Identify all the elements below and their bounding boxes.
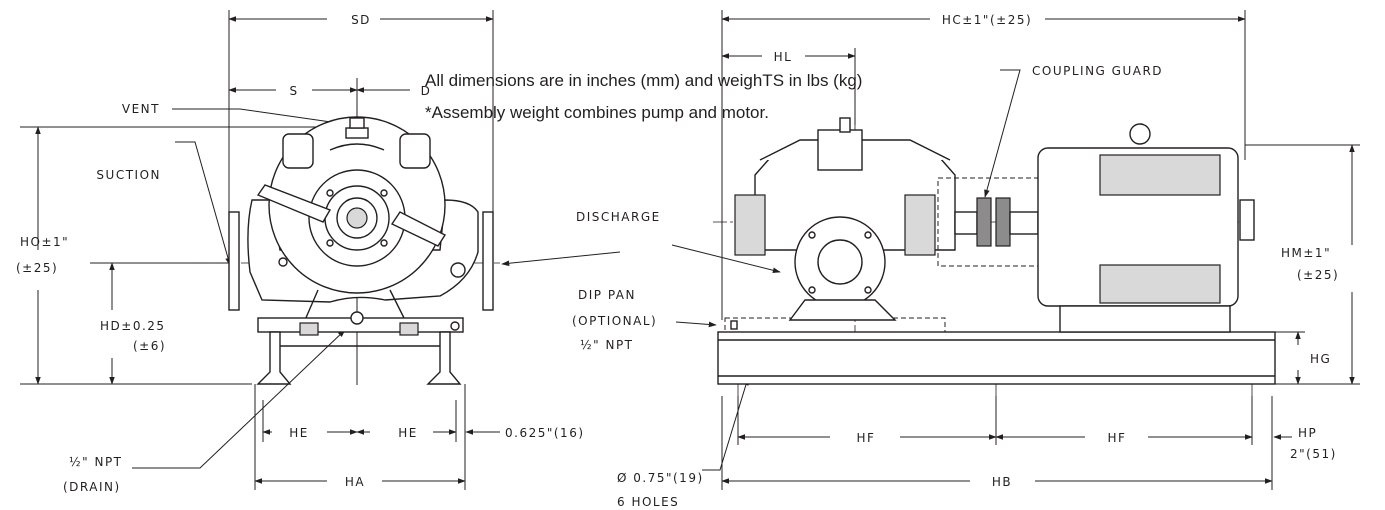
label-holes: 6 HOLES	[617, 495, 679, 509]
label-hd: HD±0.25	[100, 319, 166, 333]
label-he-left: HE	[289, 426, 309, 440]
note-line-1: All dimensions are in inches (mm) and we…	[425, 71, 862, 90]
side-view	[501, 10, 1360, 490]
label-he-right: HE	[398, 426, 418, 440]
end-view	[20, 10, 500, 490]
label-drip-npt: ½" NPT	[580, 338, 634, 352]
label-discharge: DISCHARGE	[576, 210, 661, 224]
label-hp-value: 2"(51)	[1290, 447, 1337, 461]
label-drain: (DRAIN)	[63, 480, 121, 494]
label-suction: SUCTION	[96, 168, 161, 182]
label-coupling-guard: COUPLING GUARD	[1032, 64, 1163, 78]
label-drain-npt: ½" NPT	[69, 455, 123, 469]
label-he-offset: 0.625"(16)	[505, 426, 585, 440]
label-hf-left: HF	[857, 431, 876, 445]
label-hg: HG	[1310, 352, 1331, 366]
label-vent: VENT	[122, 102, 160, 116]
label-drip-pan: DIP PAN	[578, 288, 636, 302]
label-hm: HM±1"	[1281, 246, 1331, 260]
label-drip-optional: (OPTIONAL)	[572, 314, 657, 328]
label-hl: HL	[774, 50, 793, 64]
label-hd-mm: (±6)	[133, 339, 166, 353]
label-s: S	[289, 84, 298, 98]
label-ha: HA	[345, 475, 365, 489]
label-d: D	[421, 84, 432, 98]
label-hc: HC±1"(±25)	[942, 13, 1032, 27]
label-hf-right: HF	[1108, 431, 1127, 445]
label-hp: HP	[1298, 426, 1317, 440]
label-hb: HB	[992, 475, 1012, 489]
label-ho-mm: (±25)	[16, 261, 58, 275]
label-ho: HO±1"	[20, 235, 69, 249]
label-hm-mm: (±25)	[1297, 268, 1339, 282]
note-line-2: *Assembly weight combines pump and motor…	[425, 103, 769, 122]
label-hole-dia: Ø 0.75"(19)	[617, 471, 704, 485]
label-sd: SD	[351, 13, 371, 27]
